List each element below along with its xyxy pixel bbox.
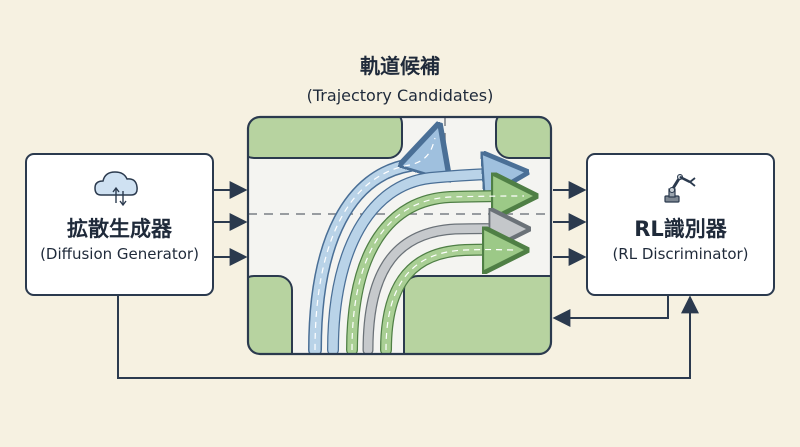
generator-title: 拡散生成器: [67, 217, 172, 241]
panel-subtitle: (Trajectory Candidates): [306, 86, 494, 105]
grass-bottom-left: [248, 275, 293, 354]
generator-box: [25, 153, 214, 296]
cloud-data-icon: [94, 171, 138, 207]
bypass-arrow: [117, 295, 699, 379]
trajectory-blue-1: [308, 138, 435, 354]
generator-to-panel-arrows: [214, 181, 248, 266]
discriminator-subtitle: (RL Discriminator): [612, 245, 749, 263]
feedback-arrow: [552, 295, 669, 327]
discriminator-title: RL識別器: [634, 217, 727, 241]
discriminator-box: [586, 153, 775, 296]
trajectory-panel-border: [246, 115, 553, 356]
trajectory-green-2: [380, 250, 515, 354]
panel-title: 軌道候補: [360, 54, 440, 78]
trajectory-panel: [248, 117, 551, 354]
grass-bottom-right: [403, 275, 551, 354]
trajectory-green-1: [346, 196, 524, 354]
robot-arm-icon: [664, 174, 696, 203]
trajectory-blue-2: [327, 173, 515, 354]
panel-to-discriminator-arrows: [553, 181, 587, 266]
generator-subtitle: (Diffusion Generator): [40, 245, 199, 263]
